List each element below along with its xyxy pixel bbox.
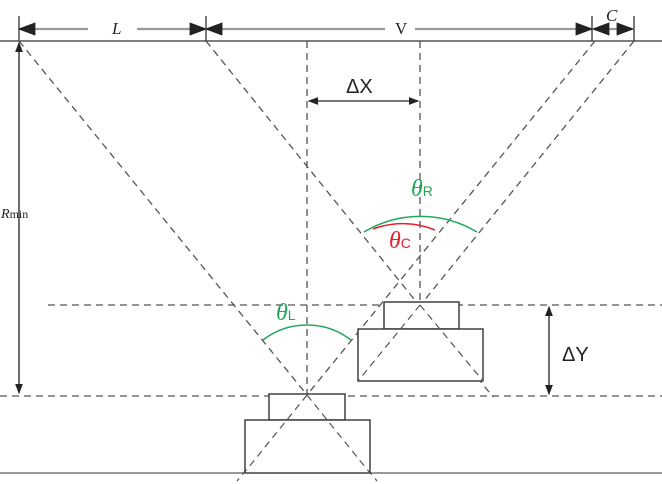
label-delta-x: ΔX bbox=[346, 76, 373, 98]
theta-r-arc bbox=[363, 215, 478, 233]
theta-c-arc bbox=[372, 222, 436, 231]
left-camera bbox=[244, 393, 371, 474]
label-l: L bbox=[111, 19, 121, 38]
left-camera-fov-inner-b bbox=[243, 394, 308, 474]
left-camera-body bbox=[244, 419, 371, 474]
label-c: C bbox=[606, 6, 618, 25]
left-camera-lens bbox=[268, 393, 346, 421]
right-camera-fov-inner-a bbox=[419, 304, 484, 382]
right-fov-line-a bbox=[205, 40, 494, 398]
label-theta-l: θL bbox=[276, 300, 296, 326]
label-delta-y: ΔY bbox=[562, 344, 589, 366]
label-rmin: Rmin bbox=[0, 207, 28, 222]
right-camera bbox=[357, 301, 484, 382]
label-theta-c: θC bbox=[389, 228, 411, 254]
right-camera-body bbox=[357, 328, 484, 382]
right-camera-fov-inner-b bbox=[357, 304, 421, 382]
label-theta-r: θR bbox=[411, 176, 433, 202]
left-camera-fov-inner-a bbox=[306, 394, 371, 474]
label-v: V bbox=[395, 19, 408, 38]
theta-l-arc bbox=[262, 324, 352, 341]
